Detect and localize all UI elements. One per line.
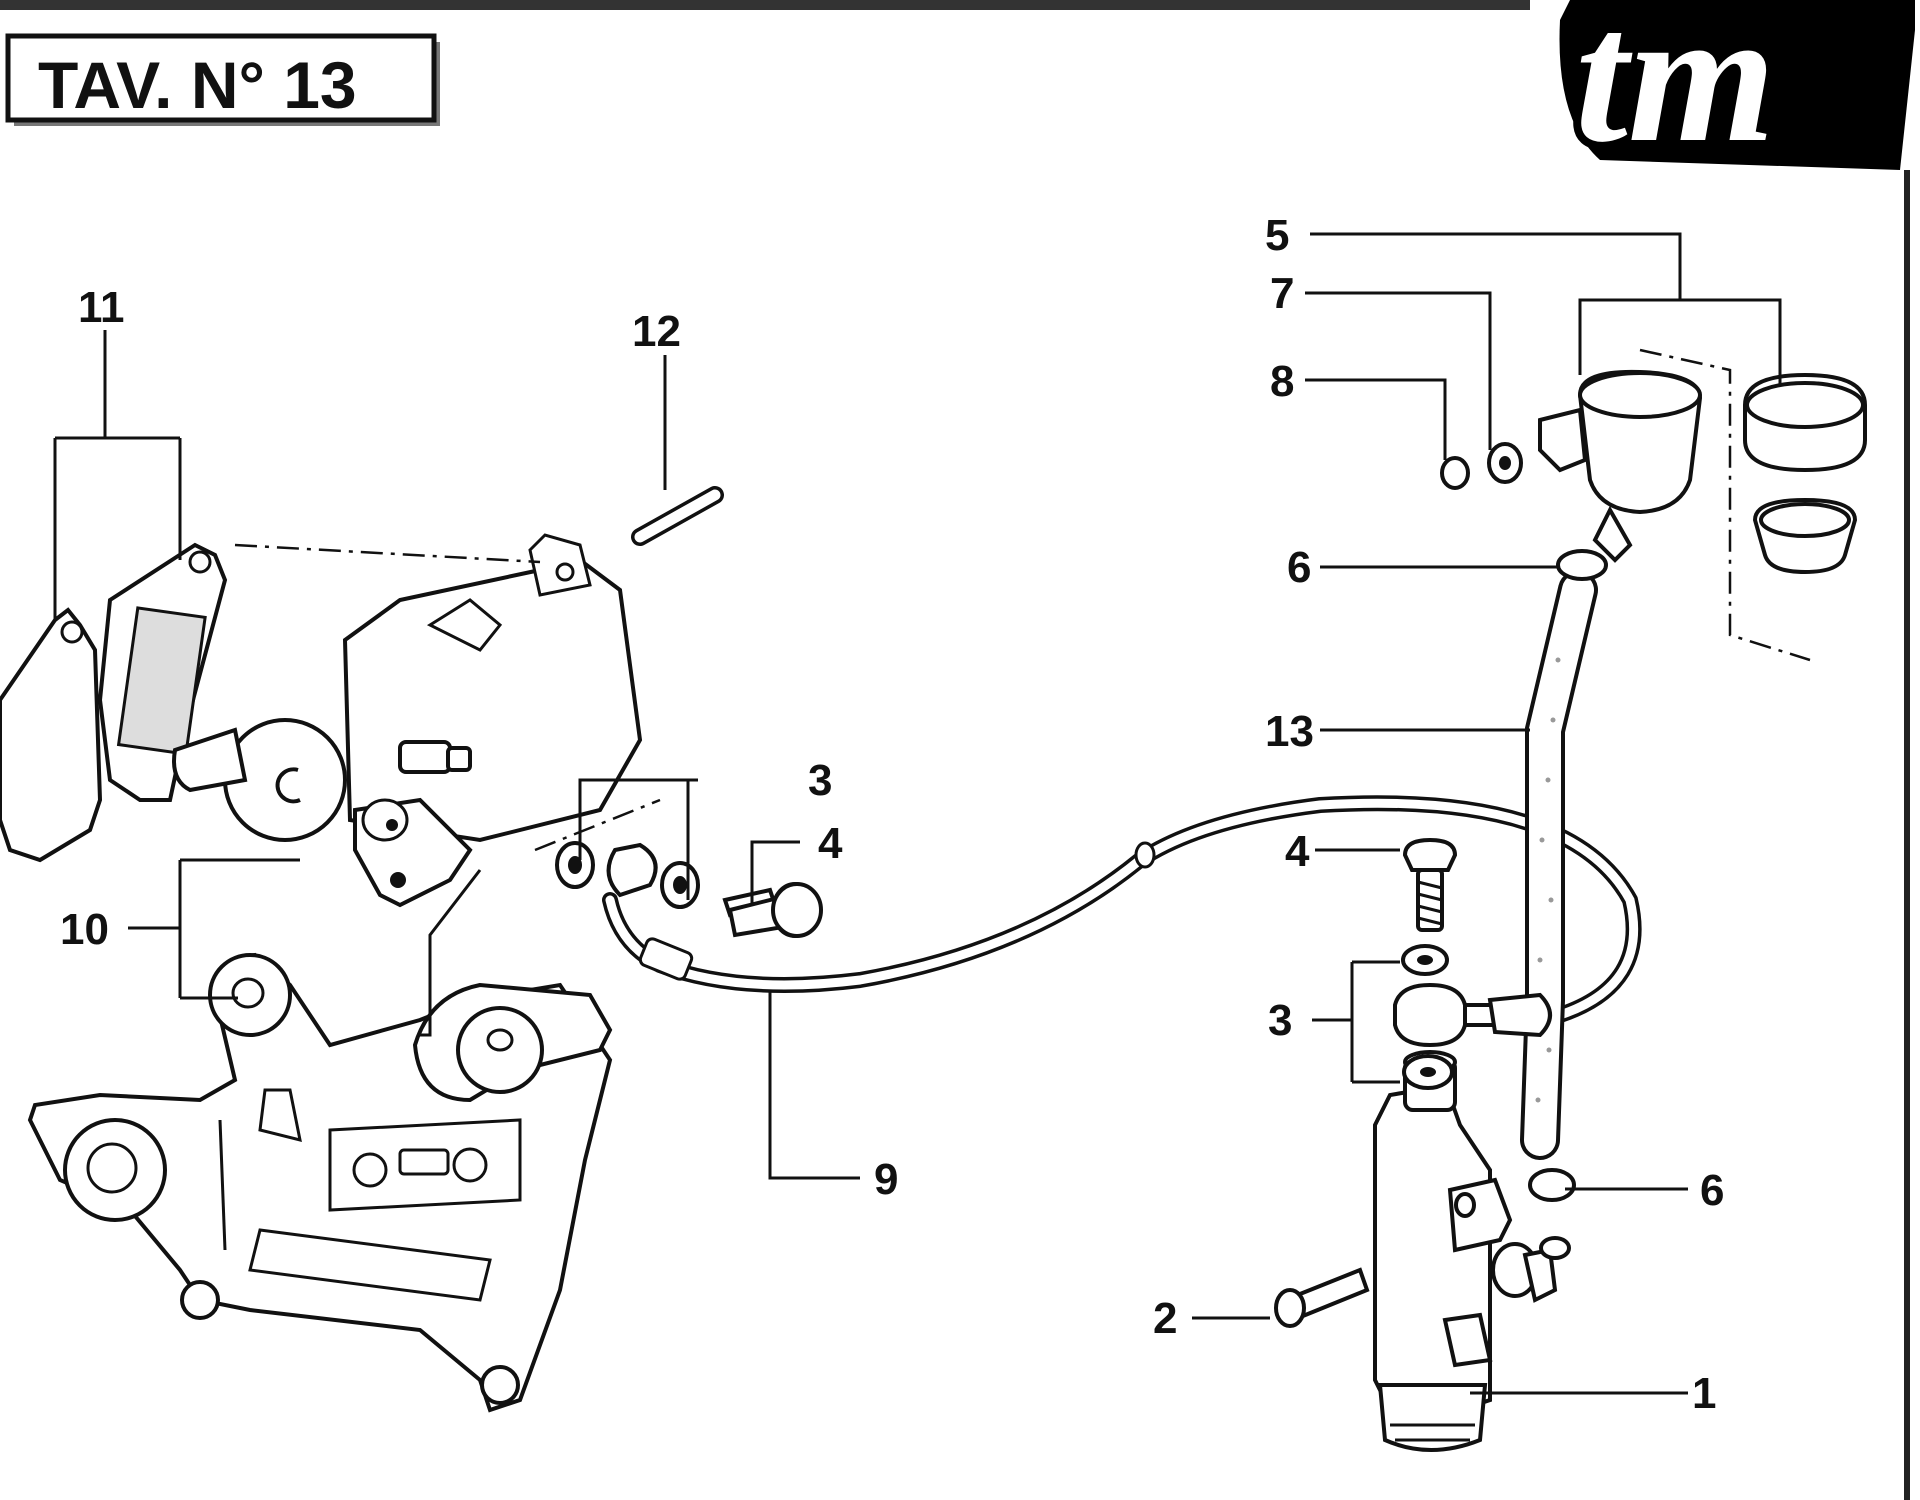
leader-5 (1310, 232, 1782, 385)
leader-8 (1305, 378, 1447, 460)
callout-5: 5 (1265, 211, 1289, 260)
leader-7 (1305, 291, 1492, 450)
callout-13: 13 (1265, 707, 1314, 756)
caliper-bracket (27, 952, 613, 1413)
alignment-line (1639, 348, 1811, 662)
banjo-bolt-caliper (727, 882, 823, 938)
alignment-line (234, 543, 541, 564)
leader-11 (53, 330, 182, 620)
mounting-bolt (1274, 1267, 1370, 1328)
plate-title: TAV. N° 13 (38, 48, 357, 122)
plate-title-box: TAV. N° 13 (5, 33, 440, 126)
leader-9 (768, 990, 860, 1180)
hose-ferrule (638, 937, 694, 981)
reservoir-tube (1520, 570, 1598, 1160)
hose-clamp-lower (1528, 1168, 1576, 1202)
brake-caliper (172, 533, 643, 908)
brake-pads (0, 542, 228, 863)
callout-8: 8 (1270, 357, 1294, 406)
fluid-reservoir (1440, 369, 1703, 579)
callout-3a: 3 (808, 756, 832, 805)
leader-3b (1312, 960, 1400, 1084)
callout-12: 12 (632, 307, 681, 356)
caliper-pin (631, 486, 724, 546)
leader-3a (578, 778, 698, 900)
callout-9: 9 (874, 1155, 898, 1204)
reservoir-cap (1743, 372, 1867, 575)
callout-7: 7 (1270, 269, 1294, 318)
right-border-line (1904, 170, 1910, 1500)
callout-4a: 4 (818, 819, 843, 868)
callout-2: 2 (1153, 1294, 1177, 1343)
callout-6b: 6 (1700, 1166, 1724, 1215)
callout-6a: 6 (1287, 543, 1311, 592)
callout-4b: 4 (1285, 827, 1310, 876)
callout-11: 11 (78, 283, 125, 332)
tm-logo: tm (1559, 0, 1915, 190)
hose-joint (1134, 841, 1156, 869)
master-cylinder-banjo (1393, 837, 1552, 1090)
leader-4a (750, 840, 800, 905)
leader-10 (128, 858, 300, 1000)
hose-clamp-upper (1556, 549, 1608, 581)
top-border-band (0, 0, 1530, 10)
logo-text: tm (1575, 0, 1776, 182)
callout-10: 10 (60, 905, 109, 954)
callout-1: 1 (1692, 1369, 1716, 1418)
callout-3b: 3 (1268, 996, 1292, 1045)
leader-bracket-pin (420, 869, 482, 1037)
